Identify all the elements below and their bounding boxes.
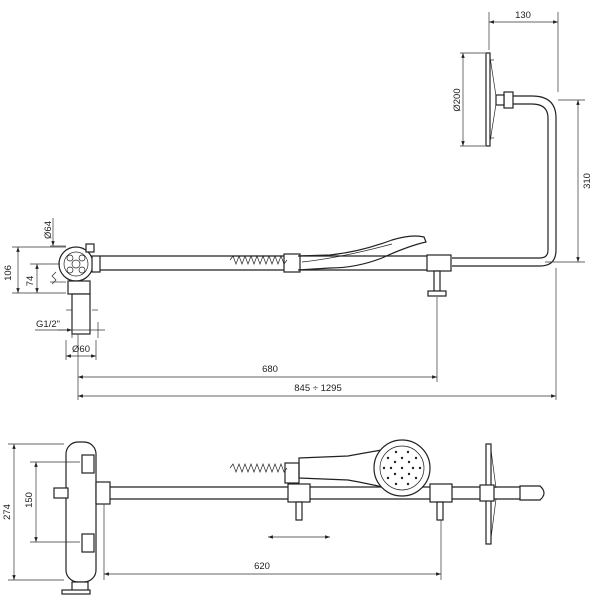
dim-inlet-thread: G1/2" [36, 319, 60, 330]
dim-mixer-height-inner: 74 [25, 276, 36, 287]
dim-inlet-diameter: Ø60 [72, 344, 90, 355]
dim-head-diameter: Ø200 [452, 88, 463, 111]
side-elevation-view: 130 Ø200 310 Ø64 106 74 G1/2" [3, 10, 593, 400]
dim-slide-length: 620 [254, 561, 270, 572]
spray-nozzles [382, 450, 422, 486]
thermostatic-mixer-front [53, 441, 111, 595]
hose-coil [229, 255, 288, 265]
dim-mixer-height-front: 274 [2, 504, 13, 520]
thermostatic-mixer-side [51, 243, 101, 335]
dim-overall-length: 845 ÷ 1295 [294, 383, 341, 394]
dim-mixer-height-outer: 106 [3, 265, 14, 281]
front-elevation-view: 274 150 620 [2, 439, 545, 595]
dim-head-depth: 130 [515, 10, 531, 21]
dim-inlet-spacing: 150 [24, 492, 35, 508]
dim-head-drop: 310 [582, 173, 593, 189]
dim-bracket-distance: 680 [262, 364, 278, 375]
dim-mixer-handle-diameter: Ø64 [43, 221, 54, 239]
